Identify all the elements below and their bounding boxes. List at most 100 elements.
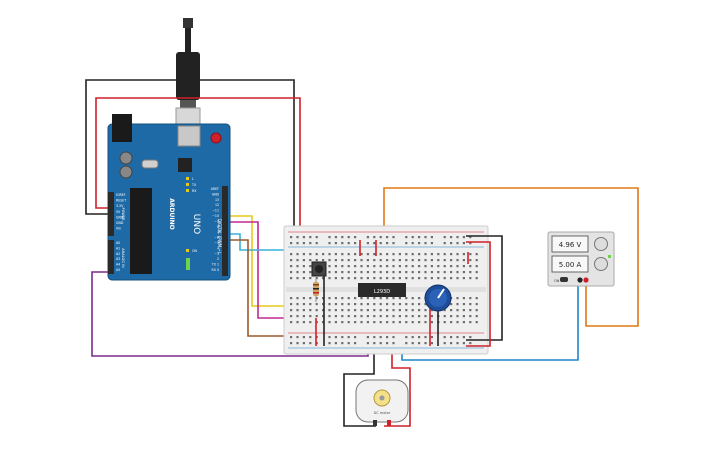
breadboard-hole[interactable] bbox=[437, 253, 440, 256]
breadboard-hole[interactable] bbox=[462, 253, 465, 256]
breadboard-hole[interactable] bbox=[405, 277, 408, 280]
breadboard-hole[interactable] bbox=[456, 236, 459, 239]
breadboard-hole[interactable] bbox=[322, 315, 325, 318]
breadboard-hole[interactable] bbox=[450, 236, 453, 239]
breadboard-hole[interactable] bbox=[341, 236, 344, 239]
breadboard-hole[interactable] bbox=[290, 309, 293, 312]
breadboard-hole[interactable] bbox=[341, 259, 344, 262]
breadboard-hole[interactable] bbox=[392, 309, 395, 312]
breadboard-hole[interactable] bbox=[392, 253, 395, 256]
breadboard-hole[interactable] bbox=[392, 315, 395, 318]
breadboard-hole[interactable] bbox=[315, 315, 318, 318]
digital-header[interactable] bbox=[222, 186, 228, 276]
breadboard-hole[interactable] bbox=[469, 321, 472, 324]
breadboard-hole[interactable] bbox=[341, 336, 344, 339]
breadboard-hole[interactable] bbox=[366, 259, 369, 262]
breadboard-hole[interactable] bbox=[405, 259, 408, 262]
breadboard-hole[interactable] bbox=[450, 321, 453, 324]
breadboard-hole[interactable] bbox=[366, 265, 369, 268]
power-header[interactable] bbox=[108, 192, 114, 236]
breadboard-hole[interactable] bbox=[469, 236, 472, 239]
breadboard-hole[interactable] bbox=[469, 336, 472, 339]
breadboard-hole[interactable] bbox=[430, 259, 433, 262]
breadboard-hole[interactable] bbox=[475, 309, 478, 312]
breadboard-hole[interactable] bbox=[430, 236, 433, 239]
breadboard-hole[interactable] bbox=[347, 336, 350, 339]
breadboard-hole[interactable] bbox=[405, 271, 408, 274]
breadboard-hole[interactable] bbox=[347, 236, 350, 239]
breadboard-hole[interactable] bbox=[379, 271, 382, 274]
breadboard-hole[interactable] bbox=[354, 297, 357, 300]
breadboard-hole[interactable] bbox=[328, 265, 331, 268]
breadboard-hole[interactable] bbox=[379, 265, 382, 268]
breadboard-hole[interactable] bbox=[418, 336, 421, 339]
breadboard-hole[interactable] bbox=[322, 303, 325, 306]
breadboard-hole[interactable] bbox=[418, 303, 421, 306]
breadboard-hole[interactable] bbox=[430, 309, 433, 312]
breadboard-hole[interactable] bbox=[462, 242, 465, 245]
breadboard-hole[interactable] bbox=[424, 253, 427, 256]
breadboard-hole[interactable] bbox=[315, 242, 318, 245]
breadboard-hole[interactable] bbox=[334, 259, 337, 262]
breadboard-hole[interactable] bbox=[334, 315, 337, 318]
breadboard-hole[interactable] bbox=[328, 259, 331, 262]
breadboard-hole[interactable] bbox=[430, 342, 433, 345]
breadboard-hole[interactable] bbox=[411, 236, 414, 239]
breadboard-hole[interactable] bbox=[309, 259, 312, 262]
breadboard-hole[interactable] bbox=[366, 315, 369, 318]
breadboard-hole[interactable] bbox=[328, 297, 331, 300]
breadboard-hole[interactable] bbox=[430, 271, 433, 274]
breadboard-hole[interactable] bbox=[290, 271, 293, 274]
breadboard-hole[interactable] bbox=[424, 265, 427, 268]
breadboard-hole[interactable] bbox=[347, 259, 350, 262]
breadboard-hole[interactable] bbox=[462, 321, 465, 324]
breadboard-hole[interactable] bbox=[354, 303, 357, 306]
breadboard-hole[interactable] bbox=[398, 277, 401, 280]
breadboard-hole[interactable] bbox=[392, 303, 395, 306]
breadboard-hole[interactable] bbox=[302, 315, 305, 318]
breadboard-hole[interactable] bbox=[373, 271, 376, 274]
breadboard-hole[interactable] bbox=[424, 236, 427, 239]
breadboard-hole[interactable] bbox=[424, 277, 427, 280]
breadboard-hole[interactable] bbox=[290, 242, 293, 245]
breadboard-hole[interactable] bbox=[398, 271, 401, 274]
breadboard-hole[interactable] bbox=[443, 309, 446, 312]
breadboard-hole[interactable] bbox=[322, 253, 325, 256]
breadboard-hole[interactable] bbox=[450, 265, 453, 268]
power-jack[interactable] bbox=[112, 114, 132, 142]
breadboard-hole[interactable] bbox=[469, 259, 472, 262]
breadboard-hole[interactable] bbox=[354, 277, 357, 280]
breadboard-hole[interactable] bbox=[315, 297, 318, 300]
breadboard-hole[interactable] bbox=[347, 271, 350, 274]
breadboard-hole[interactable] bbox=[347, 321, 350, 324]
breadboard-hole[interactable] bbox=[475, 277, 478, 280]
breadboard-hole[interactable] bbox=[379, 321, 382, 324]
potentiometer[interactable] bbox=[424, 284, 452, 312]
breadboard-hole[interactable] bbox=[456, 265, 459, 268]
breadboard-hole[interactable] bbox=[341, 271, 344, 274]
breadboard-hole[interactable] bbox=[405, 265, 408, 268]
breadboard-hole[interactable] bbox=[443, 342, 446, 345]
breadboard-hole[interactable] bbox=[360, 253, 363, 256]
breadboard-hole[interactable] bbox=[341, 297, 344, 300]
motor-terminal[interactable] bbox=[373, 420, 377, 426]
breadboard-hole[interactable] bbox=[341, 265, 344, 268]
breadboard-hole[interactable] bbox=[315, 277, 318, 280]
breadboard-hole[interactable] bbox=[475, 265, 478, 268]
breadboard-hole[interactable] bbox=[366, 253, 369, 256]
breadboard-hole[interactable] bbox=[424, 336, 427, 339]
breadboard-hole[interactable] bbox=[418, 242, 421, 245]
breadboard-hole[interactable] bbox=[475, 303, 478, 306]
breadboard-hole[interactable] bbox=[462, 271, 465, 274]
breadboard-hole[interactable] bbox=[392, 336, 395, 339]
breadboard-hole[interactable] bbox=[456, 277, 459, 280]
breadboard-hole[interactable] bbox=[354, 236, 357, 239]
breadboard-hole[interactable] bbox=[334, 309, 337, 312]
breadboard-hole[interactable] bbox=[392, 259, 395, 262]
breadboard-hole[interactable] bbox=[366, 242, 369, 245]
breadboard-hole[interactable] bbox=[398, 315, 401, 318]
breadboard-hole[interactable] bbox=[290, 303, 293, 306]
breadboard-hole[interactable] bbox=[347, 309, 350, 312]
breadboard-hole[interactable] bbox=[328, 271, 331, 274]
breadboard-hole[interactable] bbox=[469, 297, 472, 300]
